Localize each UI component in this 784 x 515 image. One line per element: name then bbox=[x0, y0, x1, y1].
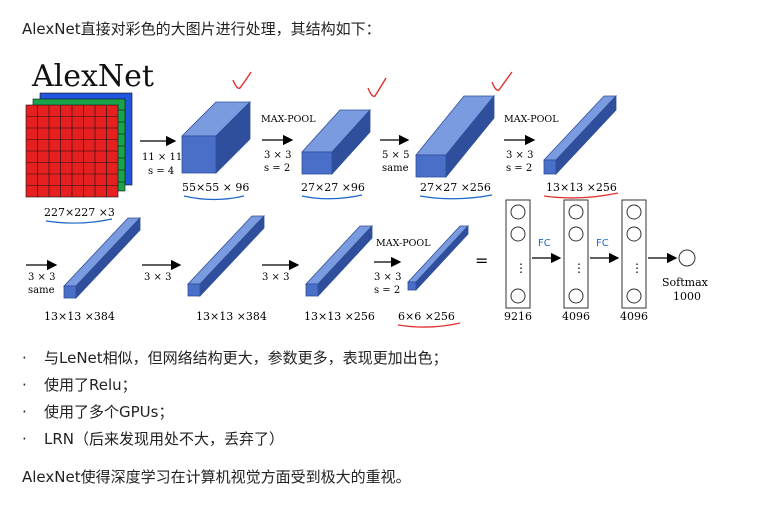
input-underline bbox=[45, 218, 113, 224]
pool2-output-size: 13×13 ×256 bbox=[546, 181, 617, 194]
check-mark-2 bbox=[367, 77, 387, 98]
bullet-mark: · bbox=[22, 376, 27, 394]
fc1-dots: ⋮ bbox=[515, 261, 527, 275]
conv5-kernel: 3 × 3 bbox=[262, 272, 289, 283]
fc-annotation-1: FC bbox=[538, 238, 551, 249]
conv2-kernel: 5 × 5 bbox=[382, 150, 409, 161]
equals-sign: = bbox=[475, 251, 488, 270]
check-mark-3 bbox=[491, 71, 513, 92]
diagram-title: AlexNet bbox=[31, 59, 154, 94]
fc-layer-9216: ⋮ bbox=[505, 199, 531, 309]
fc3-size: 4096 bbox=[620, 310, 648, 323]
fc1-size: 9216 bbox=[504, 310, 532, 323]
fc-layer-4096-a: ⋮ bbox=[563, 199, 589, 309]
pool1-label: MAX-POOL bbox=[261, 114, 316, 125]
check-mark-1 bbox=[232, 71, 252, 90]
pool1-block bbox=[301, 108, 371, 176]
conv2-block bbox=[415, 94, 495, 179]
pool2-underline bbox=[543, 192, 619, 199]
pool2-stride: s = 2 bbox=[506, 163, 532, 174]
conv2-output-size: 27×27 ×256 bbox=[420, 181, 491, 194]
softmax-label: Softmax bbox=[662, 276, 709, 289]
bullet-mark: · bbox=[22, 349, 27, 367]
conv3-output-size: 13×13 ×384 bbox=[44, 310, 115, 323]
conv3-kernel: 3 × 3 bbox=[28, 272, 55, 283]
conv5-output-size: 13×13 ×256 bbox=[304, 310, 375, 323]
pool1-stride: s = 2 bbox=[264, 163, 290, 174]
alexnet-diagram: AlexNet 227×227 ×3 11 × 11 s = 4 55×55 bbox=[25, 59, 709, 328]
pool3-kernel: 3 × 3 bbox=[374, 272, 401, 283]
pool3-stride: s = 2 bbox=[374, 285, 400, 296]
conv5-block bbox=[305, 224, 373, 298]
list-item: · 使用了多个GPUs； bbox=[22, 399, 448, 426]
conv3-block bbox=[63, 216, 141, 300]
fc3-dots: ⋮ bbox=[631, 261, 643, 275]
conv4-kernel: 3 × 3 bbox=[144, 272, 171, 283]
softmax-node bbox=[678, 249, 696, 267]
list-item: · 使用了Relu； bbox=[22, 372, 448, 399]
conv1-stride: s = 4 bbox=[148, 166, 174, 177]
pool1-output-size: 27×27 ×96 bbox=[301, 181, 365, 194]
outro-text: AlexNet使得深度学习在计算机视觉方面受到极大的重视。 bbox=[22, 468, 411, 486]
bullet-mark: · bbox=[22, 430, 27, 448]
input-size-label: 227×227 ×3 bbox=[44, 206, 115, 219]
softmax-count: 1000 bbox=[673, 290, 701, 303]
conv4-output-size: 13×13 ×384 bbox=[196, 310, 267, 323]
fc2-dots: ⋮ bbox=[573, 261, 585, 275]
bullet-text: LRN（后来发现用处不大，丢弃了） bbox=[44, 430, 285, 448]
pool3-output-size: 6×6 ×256 bbox=[398, 310, 455, 323]
pool3-underline bbox=[397, 322, 461, 328]
conv2-underline bbox=[419, 194, 493, 200]
pool3-label: MAX-POOL bbox=[376, 238, 431, 249]
pool2-label: MAX-POOL bbox=[504, 114, 559, 125]
conv1-output-size: 55×55 × 96 bbox=[182, 181, 249, 194]
conv1-kernel: 11 × 11 bbox=[142, 152, 182, 163]
conv3-pad: same bbox=[28, 285, 55, 296]
pool2-kernel: 3 × 3 bbox=[506, 150, 533, 161]
bullet-mark: · bbox=[22, 403, 27, 421]
fc2-size: 4096 bbox=[562, 310, 590, 323]
pool1-kernel: 3 × 3 bbox=[264, 150, 291, 161]
conv1-underline bbox=[183, 195, 245, 201]
bullet-text: 使用了Relu； bbox=[44, 376, 137, 394]
input-image-stack bbox=[25, 92, 133, 198]
conv1-block bbox=[181, 101, 251, 174]
fc-annotation-2: FC bbox=[596, 238, 609, 249]
conv4-block bbox=[187, 214, 265, 298]
bullet-text: 使用了多个GPUs； bbox=[44, 403, 174, 421]
pool1-underline bbox=[301, 194, 363, 200]
list-item: · 与LeNet相似，但网络结构更大，参数更多，表现更加出色； bbox=[22, 345, 448, 372]
conv2-pad: same bbox=[382, 163, 409, 174]
fc-layer-4096-b: ⋮ bbox=[621, 199, 647, 309]
bullet-text: 与LeNet相似，但网络结构更大，参数更多，表现更加出色； bbox=[44, 349, 448, 367]
pool3-block bbox=[407, 224, 469, 292]
list-item: · LRN（后来发现用处不大，丢弃了） bbox=[22, 426, 448, 453]
bullet-list: · 与LeNet相似，但网络结构更大，参数更多，表现更加出色； · 使用了Relu；… bbox=[22, 345, 448, 453]
intro-text: AlexNet直接对彩色的大图片进行处理，其结构如下： bbox=[22, 20, 381, 38]
pool2-block bbox=[543, 94, 617, 176]
